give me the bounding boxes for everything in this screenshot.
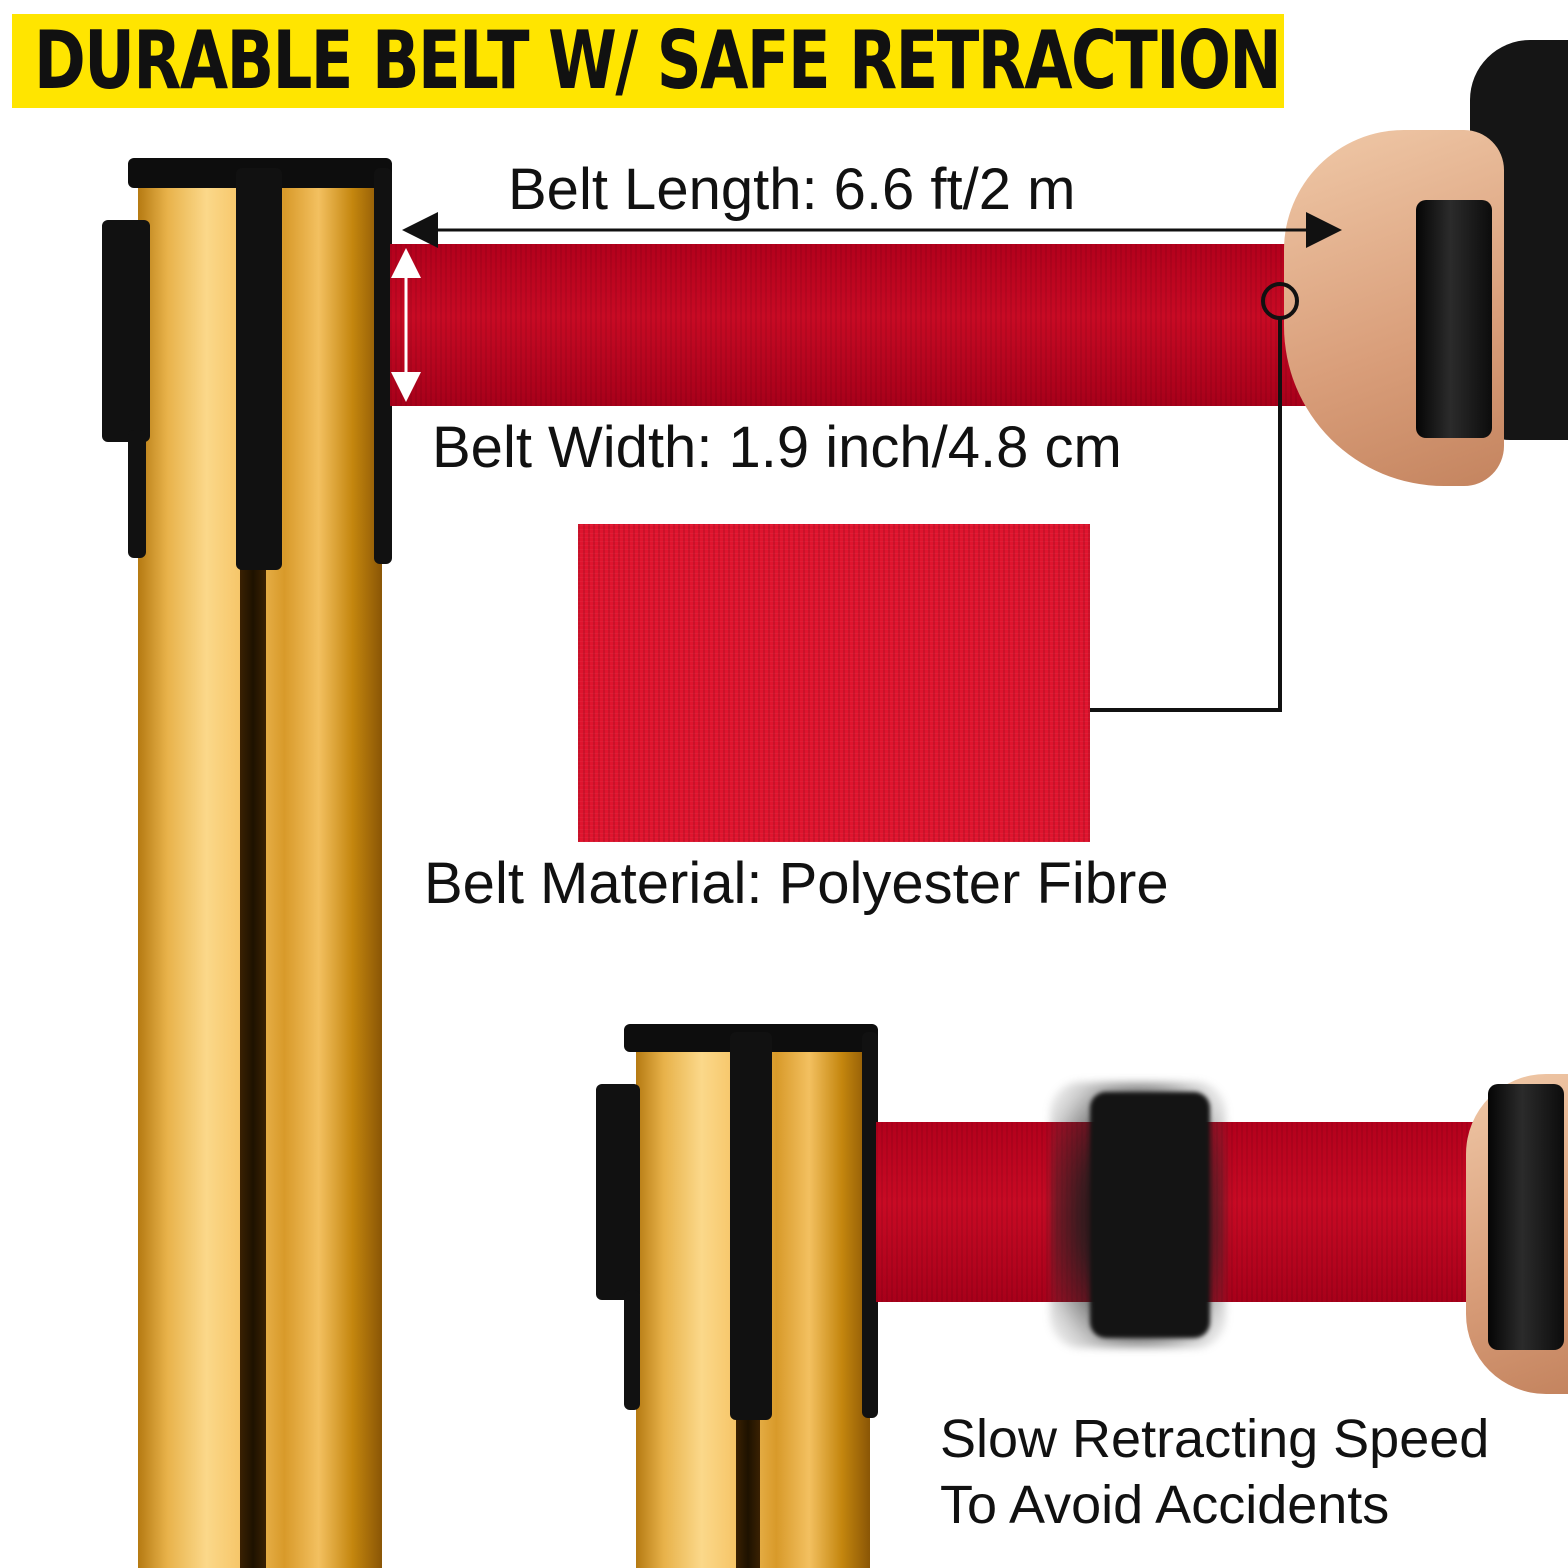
lower-pole-clip-right <box>862 1032 878 1418</box>
lower-pole-clip-left <box>596 1084 640 1300</box>
material-callout-line <box>1090 318 1282 712</box>
left-pole-clip-left <box>102 220 150 442</box>
headline-text: DURABLE BELT W/ SAFE RETRACTION <box>34 14 1282 107</box>
lower-pole-clip-left-lower <box>624 1290 640 1410</box>
belt-length-label: Belt Length: 6.6 ft/2 m <box>508 157 1076 222</box>
feature-line-1: Slow Retracting Speed <box>940 1409 1490 1469</box>
left-pole-clip-right <box>374 168 392 564</box>
belt-fabric-swatch <box>578 524 1090 842</box>
headline-banner <box>12 14 1284 108</box>
lower-pole-groove <box>736 1410 760 1568</box>
left-pole-clip-left-lower <box>128 430 146 558</box>
belt-handle-body <box>1090 1092 1210 1338</box>
belt-width-label: Belt Width: 1.9 inch/4.8 cm <box>432 415 1122 480</box>
left-pole-groove <box>240 560 266 1568</box>
material-callout-circle <box>1261 282 1299 320</box>
left-pole-clip-center <box>236 168 282 570</box>
lower-belt-end-handle <box>1488 1084 1564 1350</box>
feature-line-2: To Avoid Accidents <box>940 1475 1390 1535</box>
lower-pole-clip-center <box>730 1032 772 1420</box>
belt-material-label: Belt Material: Polyester Fibre <box>424 851 1169 916</box>
belt-end-handle <box>1416 200 1492 438</box>
belt-extended <box>390 244 1426 406</box>
